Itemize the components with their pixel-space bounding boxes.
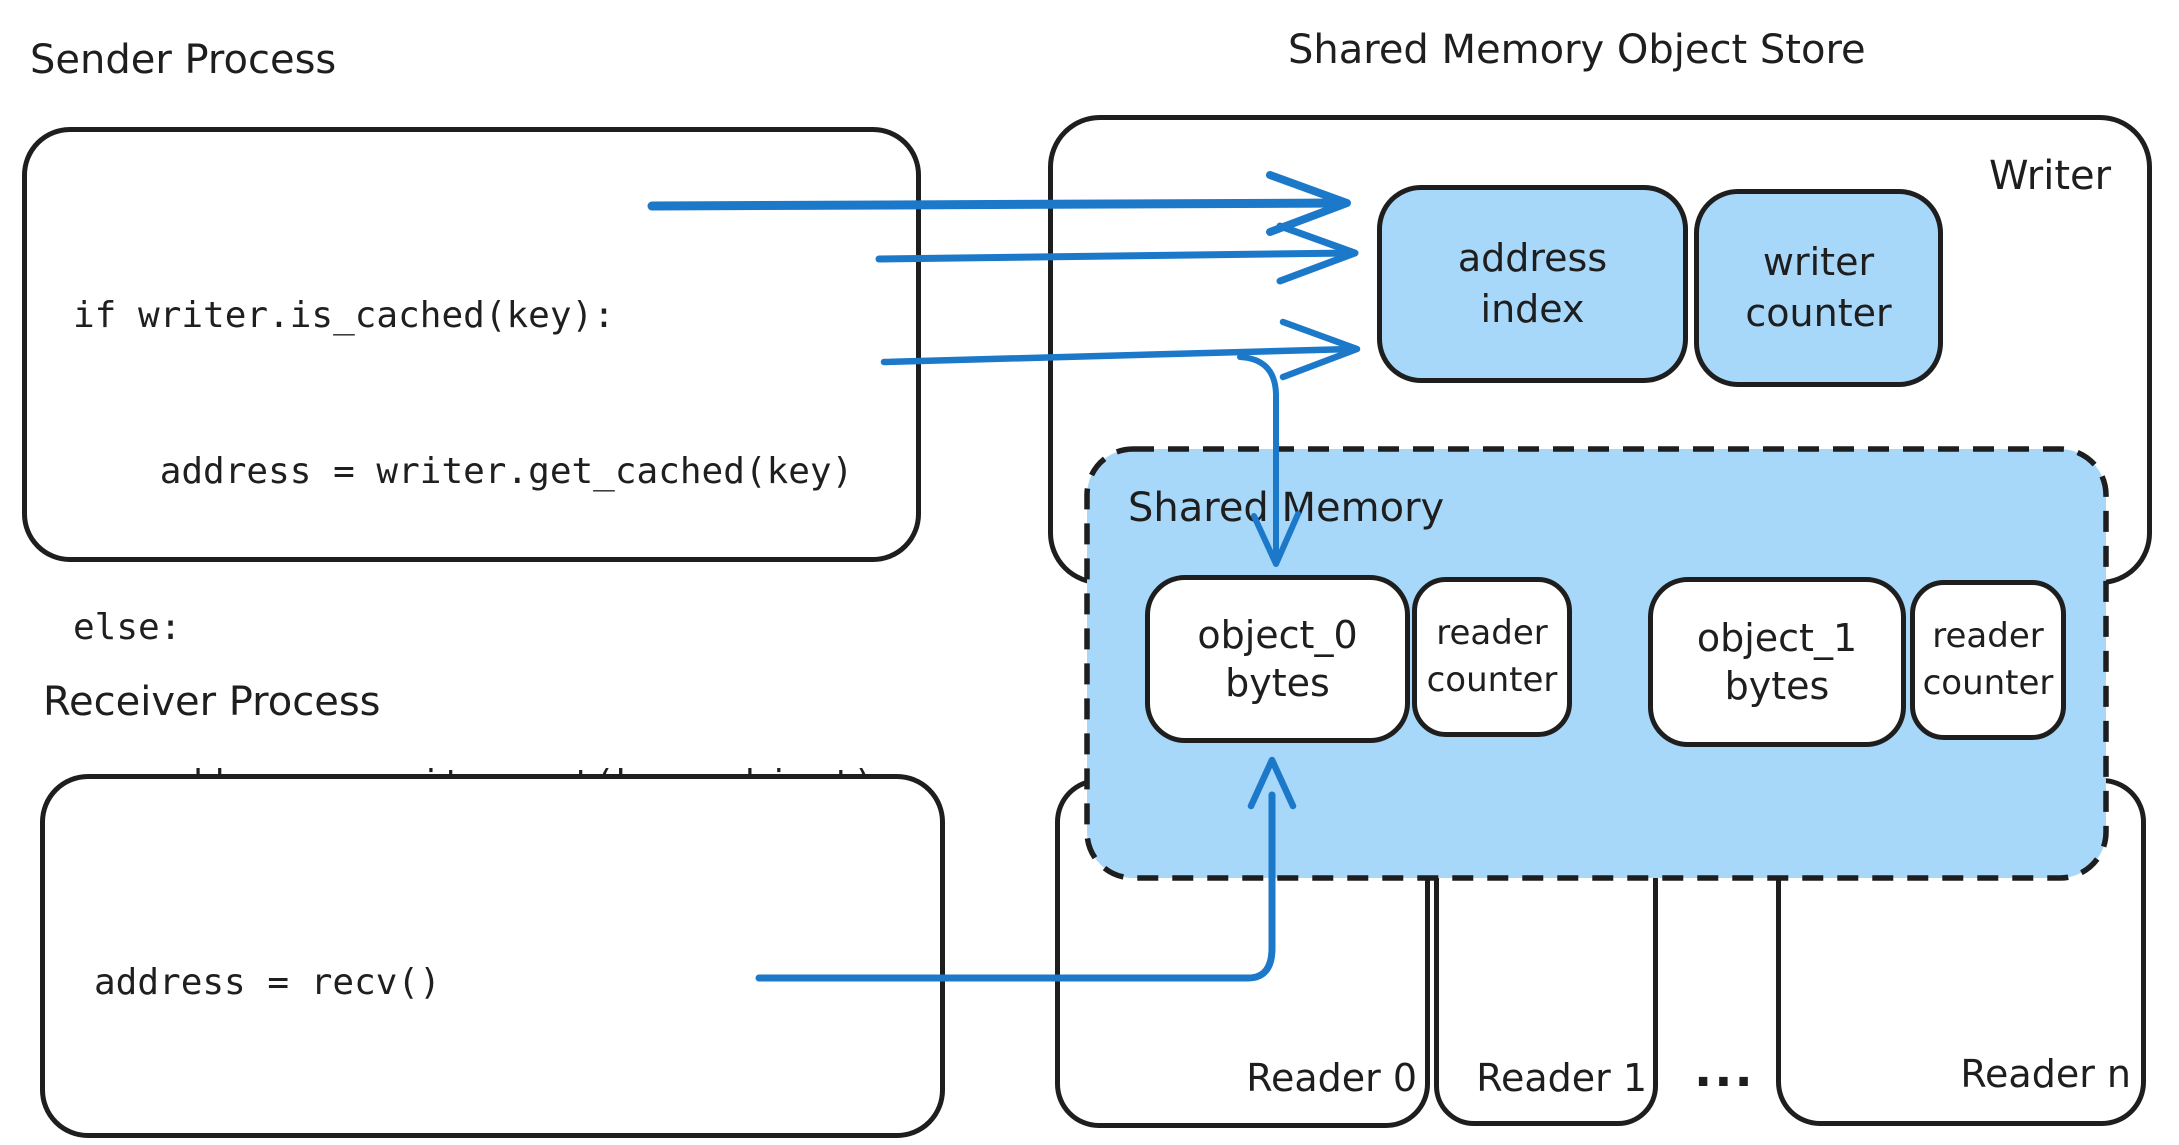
sender-code-line: else: <box>73 607 182 648</box>
reader-counter-0-line2: counter <box>1426 660 1558 700</box>
object-1-label-line1: object_1 <box>1696 616 1858 660</box>
reader-counter-0-line1: reader <box>1436 613 1548 653</box>
writer-box: Writer address index writer counter <box>1048 115 2152 585</box>
reader-counter-0-box: reader counter <box>1412 577 1572 737</box>
reader-0-label: Reader 0 <box>1246 1056 1417 1100</box>
store-title: Shared Memory Object Store <box>1288 27 1866 73</box>
writer-label: Writer <box>1989 153 2112 199</box>
object-0-label-line2: bytes <box>1225 661 1330 705</box>
writer-counter-label-line2: counter <box>1745 291 1892 335</box>
sender-code-line: if writer.is_cached(key): <box>73 295 615 336</box>
address-index-label-line1: address <box>1457 236 1608 280</box>
address-index-box: address index <box>1377 185 1688 383</box>
receiver-code-line: address = recv() <box>94 962 441 1003</box>
object-1-box: object_1 bytes <box>1648 577 1906 747</box>
object-0-box: object_0 bytes <box>1145 575 1410 743</box>
writer-counter-box: writer counter <box>1694 189 1943 387</box>
reader-counter-1-box: reader counter <box>1910 580 2066 740</box>
readers-ellipsis: ... <box>1694 1042 1755 1098</box>
reader-counter-1-line2: counter <box>1922 663 2054 703</box>
receiver-process-label: Receiver Process <box>43 679 381 725</box>
sender-process-label: Sender Process <box>30 37 337 83</box>
shared-memory-dashed-border <box>1084 446 2109 881</box>
shared-memory-label: Shared Memory <box>1128 485 1445 531</box>
object-1-label-line2: bytes <box>1724 664 1830 708</box>
writer-counter-label-line1: writer <box>1762 240 1875 284</box>
object-0-label-line1: object_0 <box>1197 613 1358 657</box>
reader-counter-1-line1: reader <box>1932 616 2044 656</box>
reader-n-label: Reader n <box>1960 1052 2131 1096</box>
address-index-label-line2: index <box>1480 287 1585 331</box>
reader-1-label: Reader 1 <box>1476 1056 1647 1100</box>
receiver-code: address = recv() object = reader_0.get(a… <box>94 858 744 1145</box>
sender-code-line: address = writer.get_cached(key) <box>73 451 854 492</box>
